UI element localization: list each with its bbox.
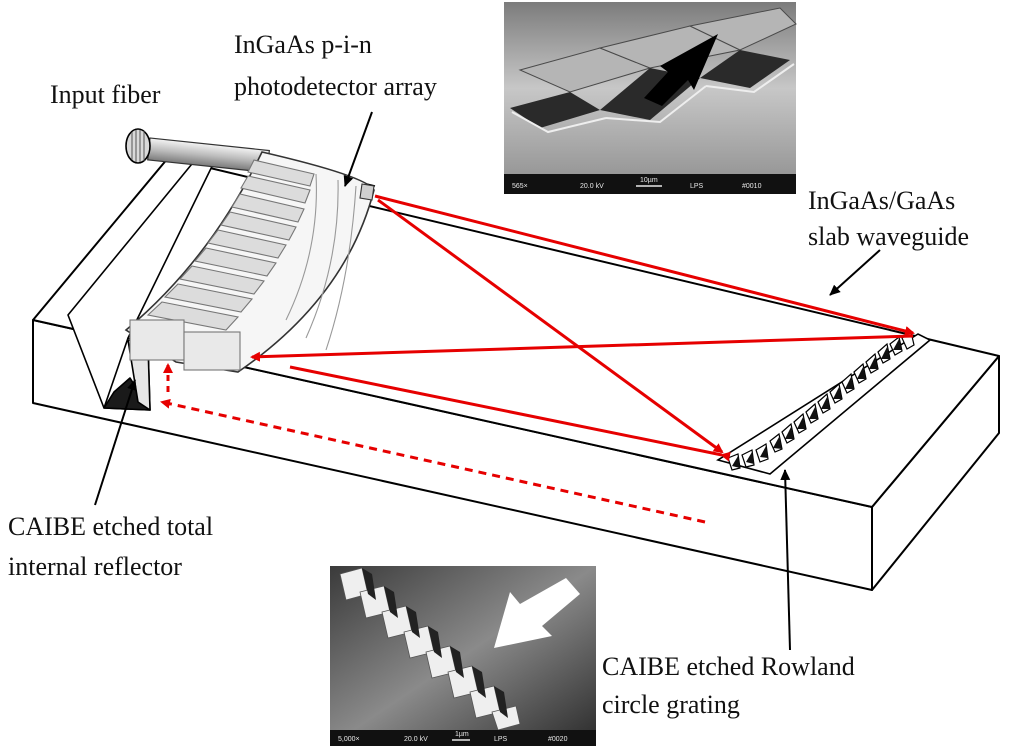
callout-arrows (94, 111, 881, 651)
sem-top-voltage: 20.0 kV (580, 183, 604, 190)
sem-top-lab: LPS (690, 183, 704, 190)
sem-top-mag: 565× (512, 183, 528, 190)
sem-top-frame: #0010 (742, 183, 762, 190)
sem-bottom-voltage: 20.0 kV (404, 736, 428, 743)
label-grating-line2: circle grating (602, 690, 740, 719)
arrow-reflector (94, 379, 137, 506)
sem-bottom-scale: 1µm (455, 731, 469, 738)
sem-bottom-arrow (494, 578, 580, 648)
label-waveguide-line2: slab waveguide (808, 222, 970, 251)
label-input-fiber: Input fiber (50, 80, 161, 109)
beam-grating-to-detector-top (250, 334, 914, 362)
arrow-waveguide (829, 249, 881, 296)
sem-top-arrow (644, 34, 718, 106)
sem-bottom-lab: LPS (494, 736, 508, 743)
arrow-photodetector (343, 111, 373, 187)
beam-cross-diagonal (377, 198, 724, 454)
sem-image-top: 565× 20.0 kV 10µm LPS #0010 (504, 2, 797, 194)
label-photodetector-line2: photodetector array (234, 72, 437, 101)
arrow-grating (780, 469, 791, 651)
sem-image-bottom: 5,000× 20.0 kV 1µm LPS #0020 (330, 566, 596, 746)
label-grating-line1: CAIBE etched Rowland (602, 652, 855, 681)
sem-bottom-frame: #0020 (548, 736, 568, 743)
beam-input-to-grating (374, 194, 915, 336)
beam-reflector-dashed (160, 398, 706, 524)
photodetector-array (124, 151, 375, 373)
sem-top-scale: 10µm (640, 177, 658, 184)
light-paths (160, 194, 915, 524)
grating-recess (716, 331, 932, 475)
label-reflector-line1: CAIBE etched total (8, 512, 214, 541)
label-reflector-line2: internal reflector (8, 552, 182, 581)
label-photodetector-line1: InGaAs p-i-n (234, 30, 372, 59)
beam-grating-return (289, 365, 731, 462)
label-waveguide-line1: InGaAs/GaAs (808, 186, 956, 215)
sem-bottom-mag: 5,000× (338, 736, 360, 743)
input-fiber (125, 128, 376, 187)
